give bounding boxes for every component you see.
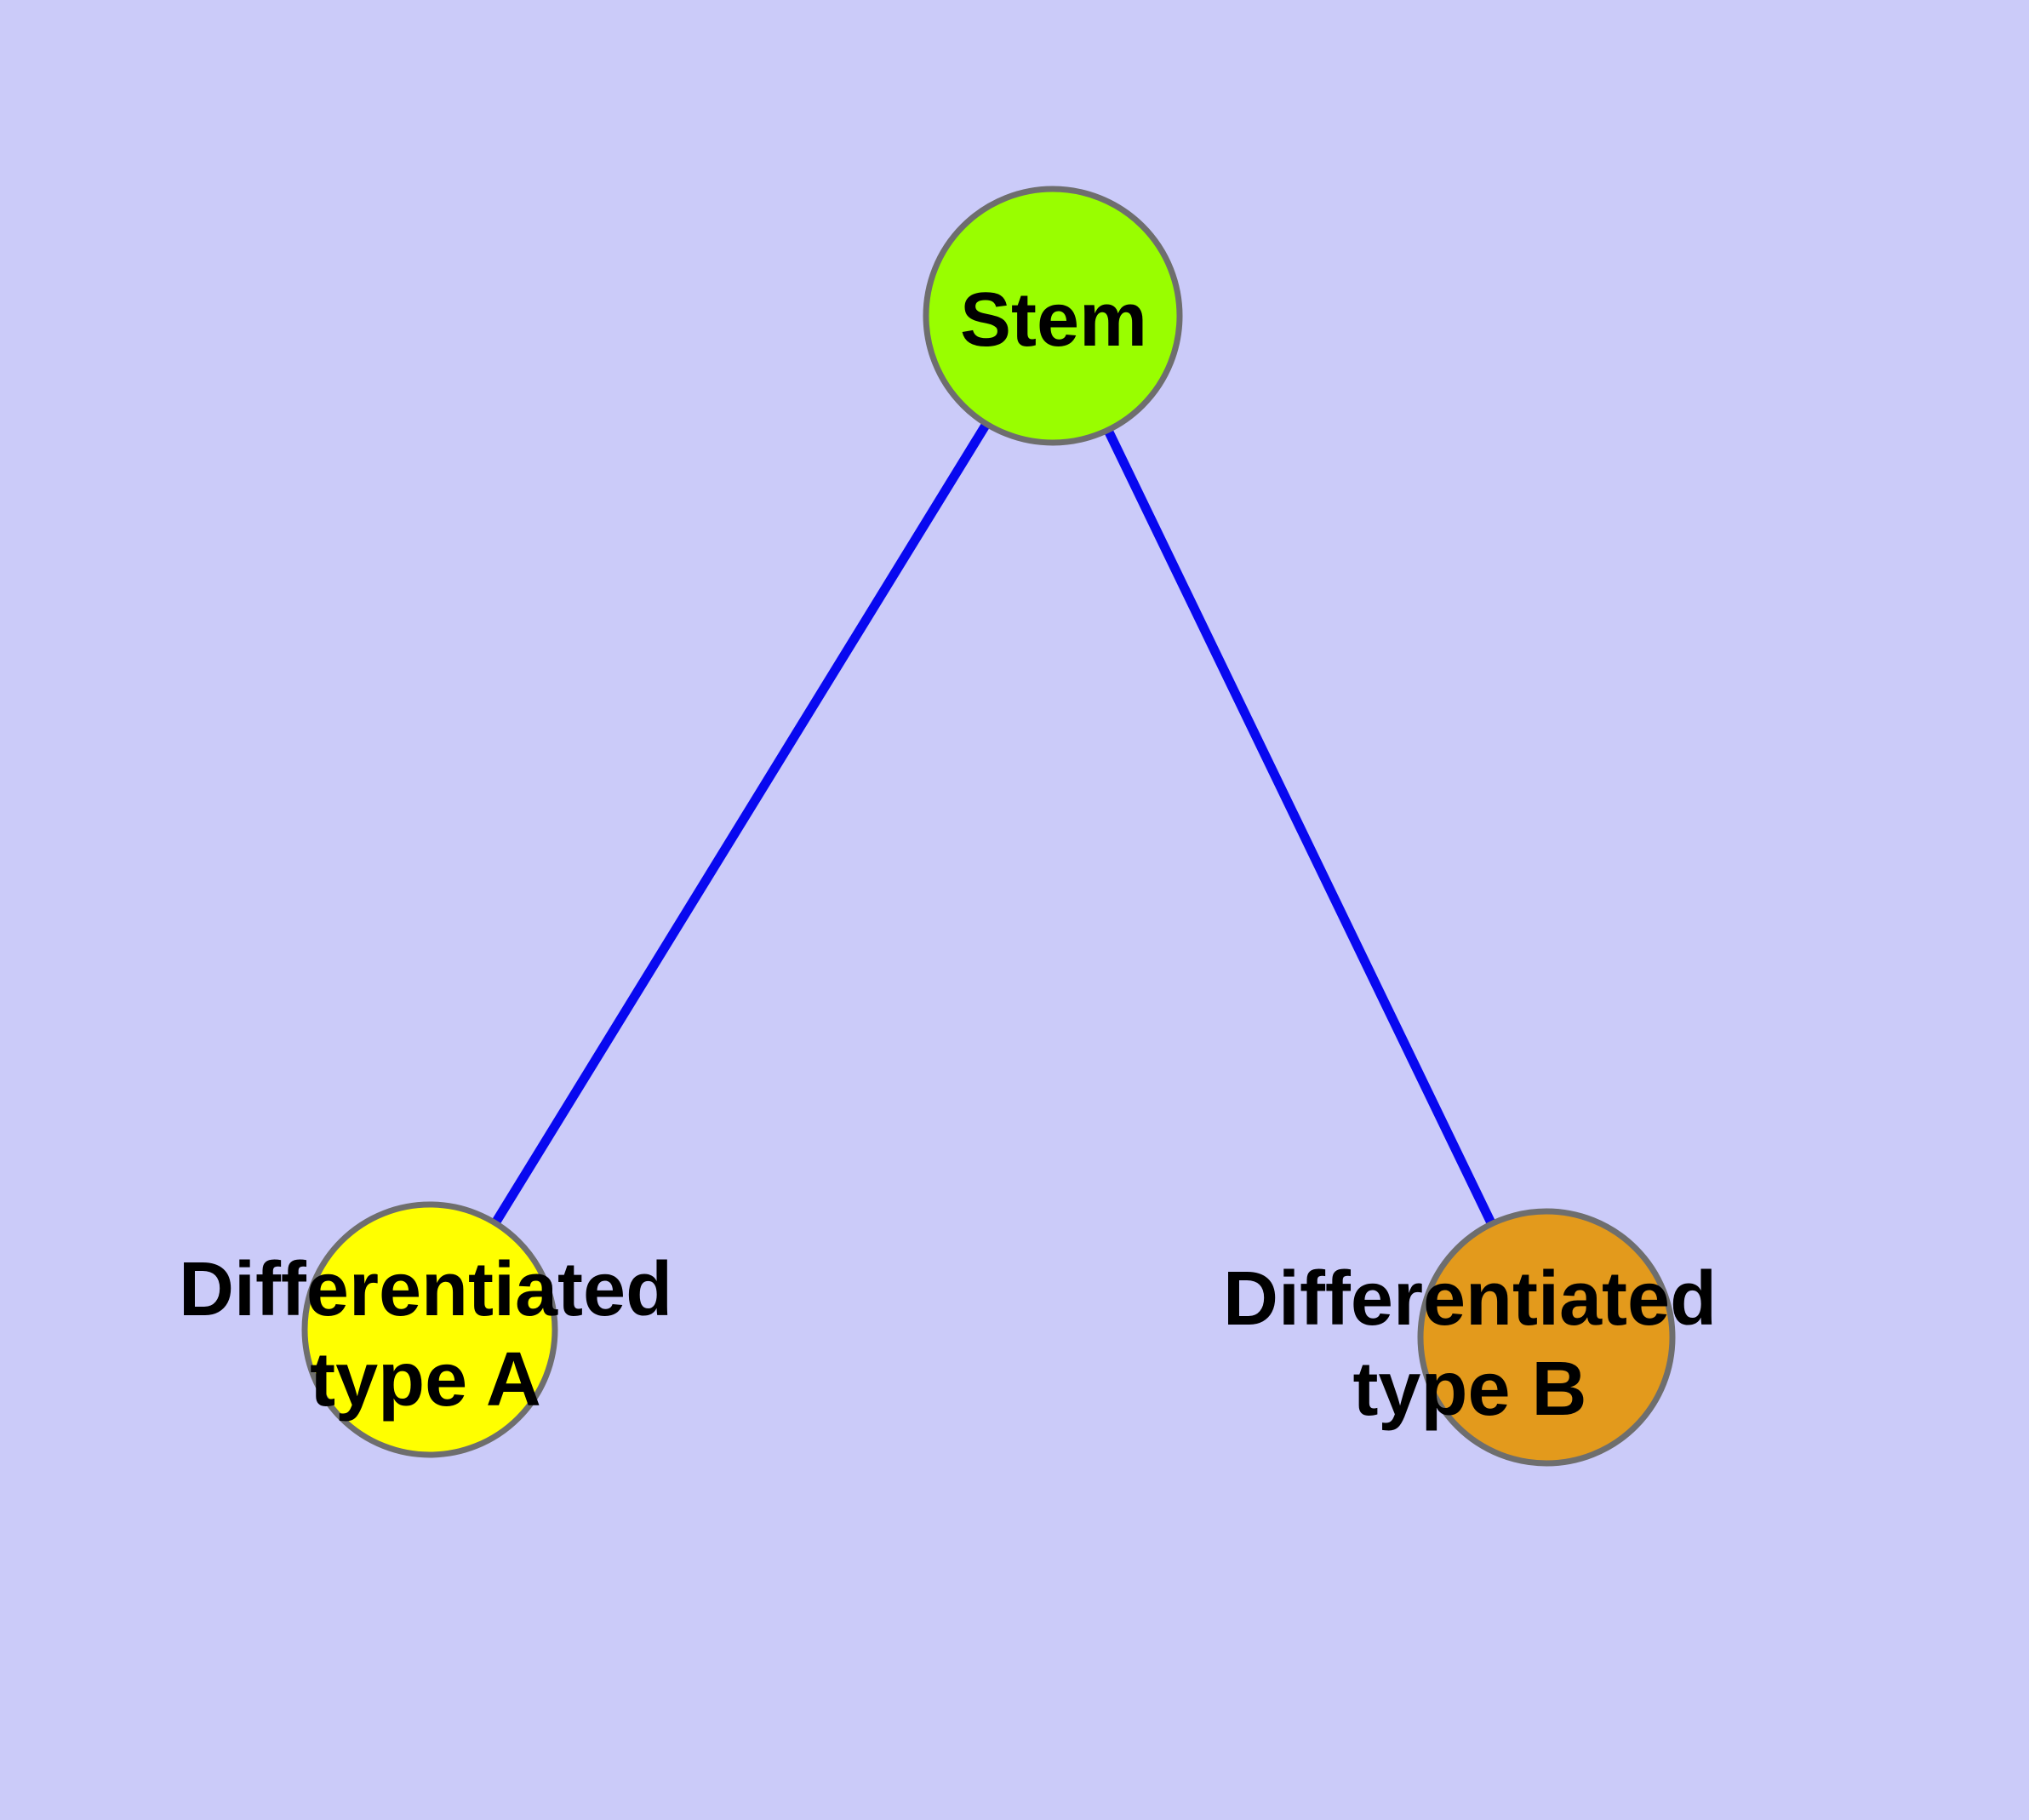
node-type-a-label-line-1: Differentiated (178, 1247, 673, 1332)
node-type-a-label: Differentiated type A (179, 1245, 672, 1425)
node-stem-label-text: Stem (959, 278, 1148, 363)
edge-stem-to-type-b (1049, 313, 1551, 1340)
node-type-b-circle (1417, 1208, 1676, 1467)
node-type-b-label-line-1: Differentiated (1222, 1256, 1718, 1342)
node-type-b-label: Differentiated type B (1223, 1254, 1717, 1434)
node-type-a-circle (301, 1201, 558, 1458)
node-type-b-label-line-2: type B (1352, 1347, 1587, 1432)
node-type-a-label-line-2: type A (310, 1337, 541, 1422)
node-stem-circle (923, 186, 1183, 446)
edge-stem-to-type-a (426, 313, 1057, 1332)
node-stem-label: Stem (960, 275, 1147, 365)
